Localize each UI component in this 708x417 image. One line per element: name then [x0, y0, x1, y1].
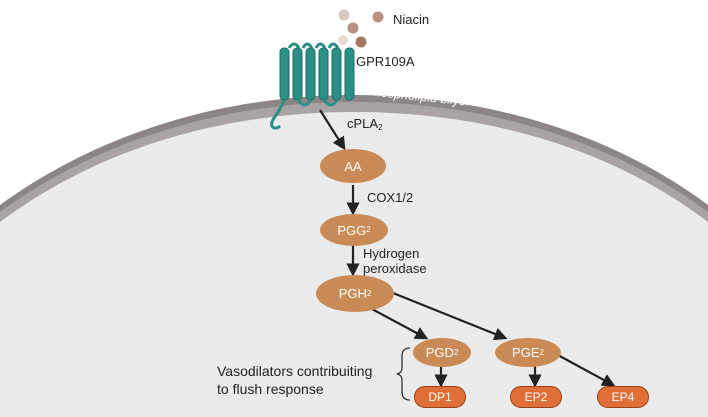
gpr109a-label: GPR109A	[356, 54, 415, 69]
arrow-pge2-to-ep4	[555, 353, 616, 387]
arrow-pgh2-to-pge2	[392, 291, 508, 341]
node-aa: AA	[320, 149, 386, 183]
gpr109a-receptor-icon	[270, 42, 355, 130]
receptor-ep4: EP4	[597, 386, 649, 408]
arrow-receptor-to-aa	[319, 109, 346, 151]
annotation-bracket	[396, 347, 411, 401]
cox-label: COX1/2	[367, 190, 414, 205]
niacin-label: Niacin	[393, 12, 430, 27]
flush-annotation: Vasodilators contribuiting to flush resp…	[217, 363, 373, 397]
receptor-ep2: EP2	[510, 386, 562, 408]
hydrogen-peroxidase-label: Hydrogen peroxidase	[363, 246, 427, 276]
cpla2-label: cPLA2	[347, 116, 383, 132]
receptor-dp1: DP1	[414, 386, 466, 408]
niacin-molecules	[338, 9, 384, 48]
arrow-pgh2-to-pgd2	[369, 307, 429, 340]
pathway-arrows	[319, 109, 616, 388]
